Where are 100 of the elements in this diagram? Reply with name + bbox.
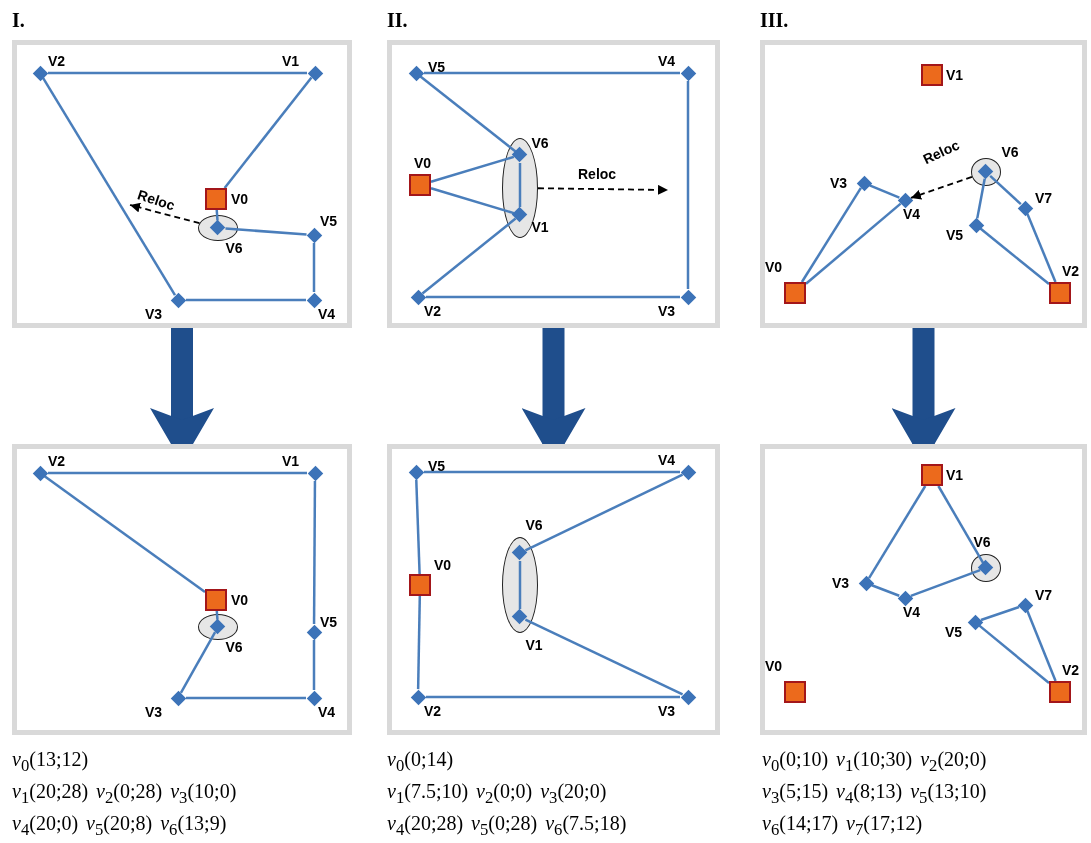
graph-edge [186, 696, 306, 700]
vertex-label: V3 [658, 703, 676, 720]
graph-edge [421, 217, 517, 295]
vertex-label: V0 [231, 191, 249, 208]
vertex-label: V2 [1062, 263, 1080, 280]
vertex-label: V1 [282, 53, 300, 70]
graph-edge [424, 470, 680, 474]
vertex-label: V4 [318, 704, 336, 721]
graph-edge [312, 243, 316, 292]
coordinate-label: v$_{3}$(5;15) [762, 780, 829, 802]
graph-edge [426, 295, 680, 299]
graph-edge [430, 155, 515, 183]
graph-edge [179, 631, 217, 694]
panel-heading: I. [12, 8, 25, 32]
vertex-label: V5 [320, 213, 338, 230]
graph-edge [518, 163, 522, 207]
graph-edge [225, 227, 307, 236]
vertex-label: V7 [1035, 190, 1053, 207]
graph-edge [910, 569, 981, 597]
dashed-arrow [537, 184, 669, 195]
graph-edge [312, 640, 316, 690]
coordinate-label: v$_{4}$(20;0) [12, 812, 79, 834]
graph-edge [980, 605, 1020, 622]
vertex-label: V6 [973, 533, 991, 551]
vertex-label: V2 [1062, 662, 1080, 679]
vertex-label: V3 [145, 704, 163, 721]
coordinate-label: v$_{2}$(20;0) [920, 748, 987, 770]
vertex-label: V1 [946, 467, 964, 484]
graph-edge [48, 71, 307, 75]
graph-edge [518, 561, 522, 609]
graph-edge [415, 479, 421, 575]
graph-edge [424, 71, 680, 75]
vertex-label: V2 [424, 303, 442, 320]
coordinate-label: v$_{0}$(0;14) [387, 748, 454, 770]
coordinate-label: v$_{6}$(14;17) [762, 812, 839, 834]
vertex-label: V7 [1035, 587, 1053, 604]
vertex-label: V5 [428, 59, 446, 76]
coordinate-label: v$_{5}$(0;28) [471, 812, 538, 834]
graph-edge [215, 209, 219, 221]
coordinate-label: v$_{1}$(20;28) [12, 780, 89, 802]
panel-heading: II. [387, 8, 408, 32]
vertex-label: V6 [1001, 143, 1019, 161]
vertex-label: V3 [658, 303, 676, 320]
vertex-label: V6 [225, 638, 243, 656]
vertex-label: V3 [832, 575, 850, 592]
graph-edge [43, 475, 206, 594]
vertex-label: V2 [48, 453, 66, 470]
graph-edge [1026, 213, 1057, 283]
dashed-arrow [910, 175, 973, 200]
graph-edge [524, 618, 684, 696]
graph-edge [416, 595, 422, 690]
graph-edge [805, 202, 902, 285]
coordinate-label: v$_{4}$(8;13) [836, 780, 903, 802]
vertex-label: V5 [428, 458, 446, 475]
vertex-label: V1 [946, 67, 964, 84]
vertex-label: V5 [945, 624, 963, 641]
coordinate-label: v$_{2}$(0;28) [96, 780, 163, 802]
graph-edge [989, 174, 1022, 206]
graph-edge [186, 298, 306, 302]
graph-edge [978, 624, 1050, 684]
vertex-label: V4 [658, 53, 676, 70]
graph-edge [976, 178, 986, 219]
vertex-label: V1 [282, 453, 300, 470]
graph-edge [867, 485, 927, 579]
coordinate-label: v$_{6}$(7.5;18) [545, 812, 627, 834]
graph-edge [869, 184, 900, 199]
graph-edge [312, 480, 317, 625]
graph-edge [686, 81, 690, 289]
coordinate-label: v$_{3}$(10;0) [170, 780, 237, 802]
vertex-label: V1 [531, 218, 549, 236]
graph-edge [41, 77, 177, 296]
vertex-label: V6 [531, 134, 549, 152]
coordinate-label: v$_{4}$(20;28) [387, 812, 464, 834]
graph-edge [215, 610, 219, 620]
vertex-label: V0 [434, 557, 452, 574]
vertex-label: V4 [903, 604, 921, 621]
panel-heading: III. [760, 8, 789, 32]
graph-edge [871, 584, 900, 597]
graph-edge [223, 76, 313, 189]
vertex-label: V4 [658, 452, 676, 469]
vertex-label: V4 [318, 306, 336, 323]
vertex-label: V3 [830, 175, 848, 192]
vertex-label: V2 [424, 703, 442, 720]
coordinate-label: v$_{3}$(20;0) [540, 780, 607, 802]
graph-edge [426, 695, 680, 699]
vertex-label: V1 [525, 636, 543, 654]
vertex-label: V6 [525, 516, 543, 534]
coordinate-label: v$_{1}$(7.5;10) [387, 780, 469, 802]
graph-edge [1026, 610, 1057, 682]
coordinate-label: v$_{5}$(20;8) [86, 812, 153, 834]
vertex-label: V0 [414, 155, 432, 172]
vertex-label: V5 [320, 614, 338, 631]
edge-label: Reloc [920, 136, 963, 169]
coordinate-label: v$_{1}$(10;30) [836, 748, 913, 770]
graph-edge [800, 187, 862, 283]
graph-edge [419, 75, 517, 153]
graph-edge [979, 227, 1050, 286]
vertex-label: V0 [765, 259, 783, 276]
coordinate-label: v$_{2}$(0;0) [476, 780, 533, 802]
coordinate-label: v$_{0}$(13;12) [12, 748, 89, 770]
